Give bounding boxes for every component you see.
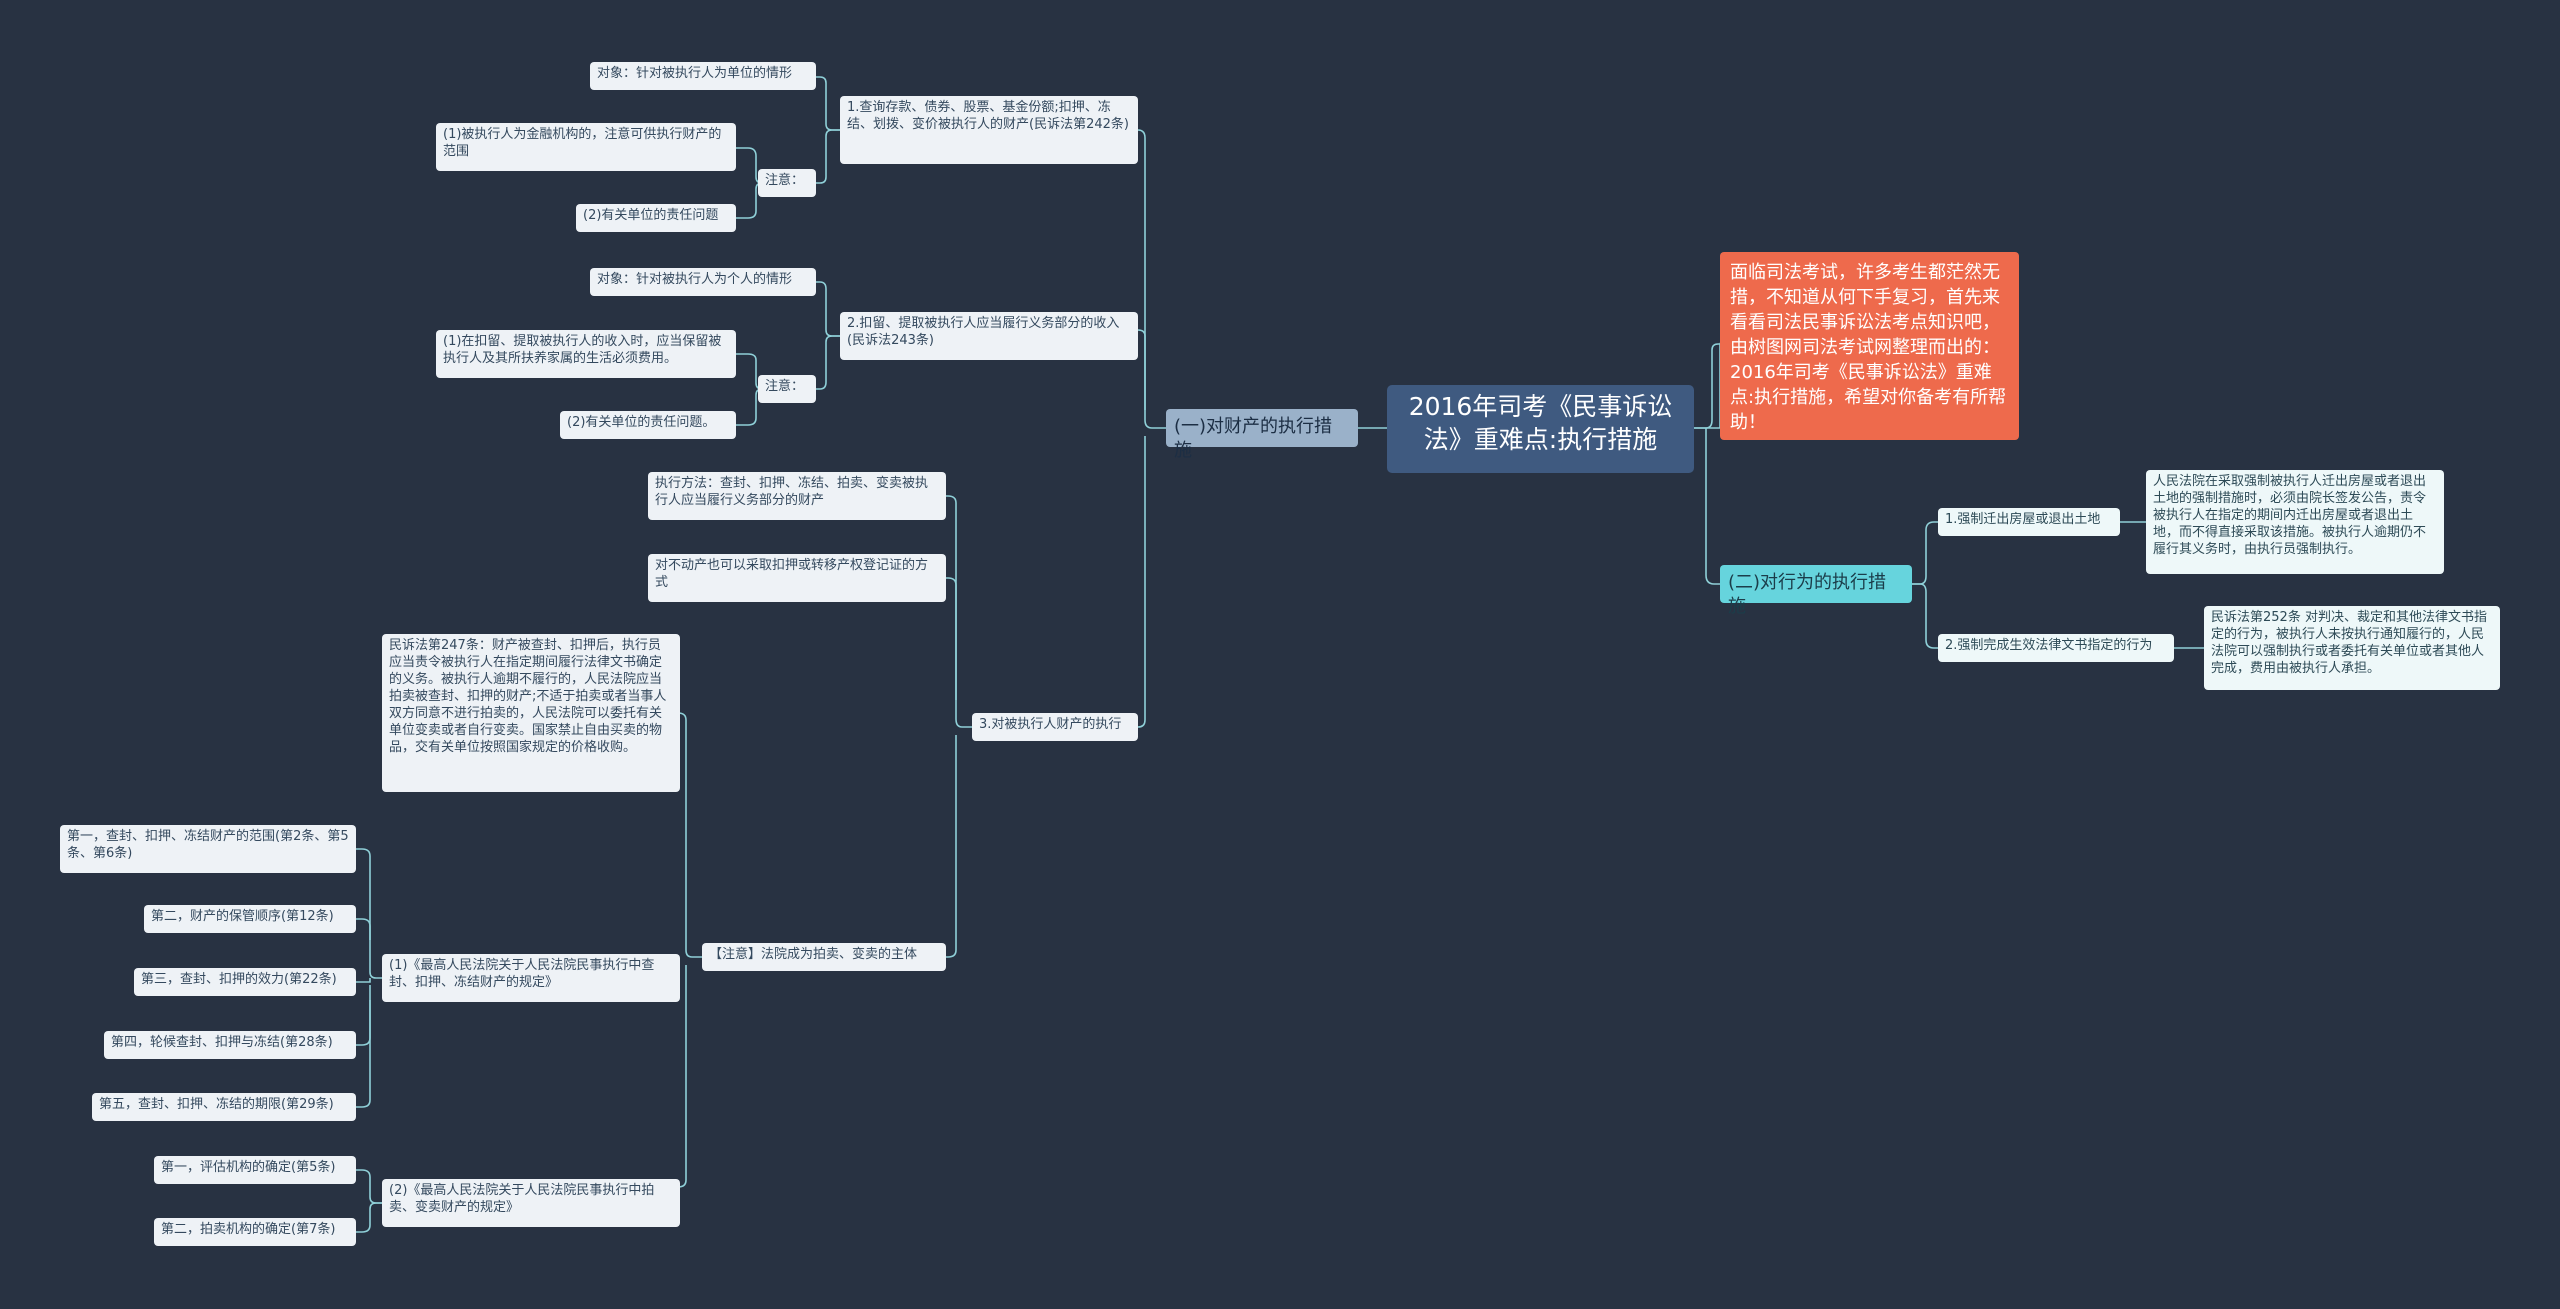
item-evict-detail[interactable]: 人民法院在采取强制被执行人迁出房屋或者退出土地的强制措施时，必须由院长签发公告，… (2146, 470, 2444, 574)
item-compel-act-label: 2.强制完成生效法律文书指定的行为 (1945, 638, 2153, 653)
item-execute-property[interactable]: 3.对被执行人财产的执行 (972, 713, 1138, 741)
reg1-seizure[interactable]: (1)《最高人民法院关于人民法院民事执行中查封、扣押、冻结财产的规定》 (382, 954, 680, 1002)
reg1-item-4-label: 第四，轮候查封、扣押与冻结(第28条) (111, 1035, 333, 1050)
item2-attention-label: 注意： (765, 379, 805, 394)
item-withhold-income-label: 2.扣留、提取被执行人应当履行义务部分的收入(民诉法243条) (847, 316, 1120, 348)
reg2-item-1-label: 第一，评估机构的确定(第5条) (161, 1160, 336, 1175)
item1-attention-2-label: (2)有关单位的责任问题 (583, 208, 719, 223)
item-query-freeze-label: 1.查询存款、债券、股票、基金份额;扣押、冻结、划拨、变价被执行人的财产(民诉法… (847, 100, 1129, 132)
reg1-item-5-label: 第五，查封、扣押、冻结的期限(第29条) (99, 1097, 334, 1112)
reg1-item-1[interactable]: 第一，查封、扣押、冻结财产的范围(第2条、第5条、第6条) (60, 825, 356, 873)
item-query-freeze[interactable]: 1.查询存款、债券、股票、基金份额;扣押、冻结、划拨、变价被执行人的财产(民诉法… (840, 96, 1138, 164)
item3-court-subject-label: 【注意】法院成为拍卖、变卖的主体 (709, 947, 918, 962)
item-compel-detail[interactable]: 民诉法第252条 对判决、裁定和其他法律文书指定的行为，被执行人未按执行通知履行… (2204, 606, 2500, 690)
item1-object[interactable]: 对象：针对被执行人为单位的情形 (590, 62, 816, 90)
branch-behavior-label: (二)对行为的执行措施 (1728, 572, 1887, 617)
item2-attention-2[interactable]: (2)有关单位的责任问题。 (560, 411, 736, 439)
reg2-auction[interactable]: (2)《最高人民法院关于人民法院民事执行中拍卖、变卖财产的规定》 (382, 1179, 680, 1227)
item3-realty-label: 对不动产也可以采取扣押或转移产权登记证的方式 (655, 558, 929, 590)
reg2-auction-label: (2)《最高人民法院关于人民法院民事执行中拍卖、变卖财产的规定》 (389, 1183, 655, 1215)
item-compel-detail-label: 民诉法第252条 对判决、裁定和其他法律文书指定的行为，被执行人未按执行通知履行… (2211, 610, 2487, 676)
item-evict-property-label: 1.强制迁出房屋或退出土地 (1945, 512, 2101, 527)
item3-art247[interactable]: 民诉法第247条：财产被查封、扣押后，执行员应当责令被执行人在指定期间履行法律文… (382, 634, 680, 792)
item-withhold-income[interactable]: 2.扣留、提取被执行人应当履行义务部分的收入(民诉法243条) (840, 312, 1138, 360)
item1-attention-1[interactable]: (1)被执行人为金融机构的，注意可供执行财产的范围 (436, 123, 736, 171)
item-evict-property[interactable]: 1.强制迁出房屋或退出土地 (1938, 508, 2120, 536)
reg1-item-2-label: 第二，财产的保管顺序(第12条) (151, 909, 334, 924)
reg1-item-2[interactable]: 第二，财产的保管顺序(第12条) (144, 905, 356, 933)
item-execute-property-label: 3.对被执行人财产的执行 (979, 717, 1122, 732)
item2-attention-2-label: (2)有关单位的责任问题。 (567, 415, 716, 430)
item2-attention[interactable]: 注意： (758, 375, 816, 403)
reg2-item-2-label: 第二，拍卖机构的确定(第7条) (161, 1222, 336, 1237)
item-compel-act[interactable]: 2.强制完成生效法律文书指定的行为 (1938, 634, 2174, 662)
branch-property-label: (一)对财产的执行措施 (1174, 416, 1333, 461)
item-evict-detail-label: 人民法院在采取强制被执行人迁出房屋或者退出土地的强制措施时，必须由院长签发公告，… (2153, 474, 2427, 557)
item3-method[interactable]: 执行方法：查封、扣押、冻结、拍卖、变卖被执行人应当履行义务部分的财产 (648, 472, 946, 520)
item2-attention-1-label: (1)在扣留、提取被执行人的收入时，应当保留被执行人及其所扶养家属的生活必须费用… (443, 334, 722, 366)
reg1-item-4[interactable]: 第四，轮候查封、扣押与冻结(第28条) (104, 1031, 356, 1059)
root-topic[interactable]: 2016年司考《民事诉讼法》重难点:执行措施 (1387, 385, 1694, 473)
root-label: 2016年司考《民事诉讼法》重难点:执行措施 (1408, 392, 1673, 454)
intro-note-text: 面临司法考试，许多考生都茫然无措，不知道从何下手复习，首先来看看司法民事诉讼法考… (1730, 262, 2007, 433)
reg1-item-5[interactable]: 第五，查封、扣押、冻结的期限(第29条) (92, 1093, 356, 1121)
item1-attention-2[interactable]: (2)有关单位的责任问题 (576, 204, 736, 232)
reg1-seizure-label: (1)《最高人民法院关于人民法院民事执行中查封、扣押、冻结财产的规定》 (389, 958, 655, 990)
reg1-item-3[interactable]: 第三，查封、扣押的效力(第22条) (134, 968, 356, 996)
intro-note[interactable]: 面临司法考试，许多考生都茫然无措，不知道从何下手复习，首先来看看司法民事诉讼法考… (1720, 252, 2019, 440)
item2-object[interactable]: 对象：针对被执行人为个人的情形 (590, 268, 816, 296)
item2-object-label: 对象：针对被执行人为个人的情形 (597, 272, 793, 287)
reg2-item-1[interactable]: 第一，评估机构的确定(第5条) (154, 1156, 356, 1184)
item1-attention-label: 注意： (765, 173, 805, 188)
item3-court-subject[interactable]: 【注意】法院成为拍卖、变卖的主体 (702, 943, 946, 971)
reg2-item-2[interactable]: 第二，拍卖机构的确定(第7条) (154, 1218, 356, 1246)
item1-attention[interactable]: 注意： (758, 169, 816, 197)
item3-art247-label: 民诉法第247条：财产被查封、扣押后，执行员应当责令被执行人在指定期间履行法律文… (389, 638, 667, 755)
branch-behavior-measures[interactable]: (二)对行为的执行措施 (1720, 565, 1912, 617)
item1-attention-1-label: (1)被执行人为金融机构的，注意可供执行财产的范围 (443, 127, 722, 159)
item3-realty[interactable]: 对不动产也可以采取扣押或转移产权登记证的方式 (648, 554, 946, 602)
reg1-item-1-label: 第一，查封、扣押、冻结财产的范围(第2条、第5条、第6条) (67, 829, 349, 861)
branch-property-measures[interactable]: (一)对财产的执行措施 (1166, 409, 1358, 461)
item2-attention-1[interactable]: (1)在扣留、提取被执行人的收入时，应当保留被执行人及其所扶养家属的生活必须费用… (436, 330, 736, 378)
item1-object-label: 对象：针对被执行人为单位的情形 (597, 66, 793, 81)
reg1-item-3-label: 第三，查封、扣押的效力(第22条) (141, 972, 337, 987)
item3-method-label: 执行方法：查封、扣押、冻结、拍卖、变卖被执行人应当履行义务部分的财产 (655, 476, 929, 508)
